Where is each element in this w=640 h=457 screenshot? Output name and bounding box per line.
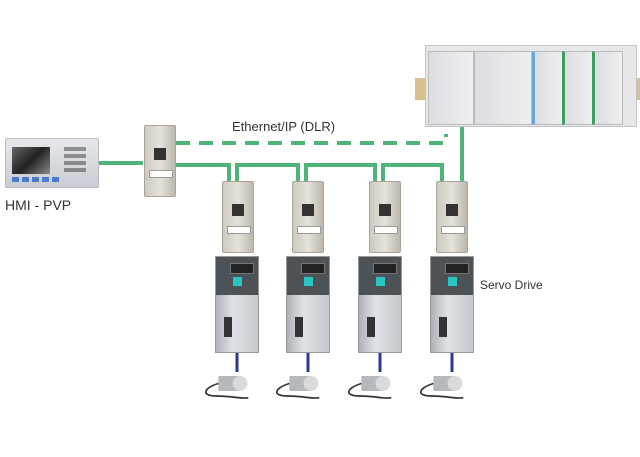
controller-module [428, 51, 474, 125]
servo-drive [358, 256, 402, 353]
servo-drive [215, 256, 259, 353]
network-label: Ethernet/IP (DLR) [232, 119, 336, 134]
hmi-panel [5, 138, 99, 188]
io-module [532, 51, 563, 125]
servo-motor [205, 376, 249, 399]
ethernet-tap [222, 181, 254, 253]
ethernet-tap [292, 181, 324, 253]
ethernet-tap [436, 181, 468, 253]
io-module [562, 51, 593, 125]
ethernet-switch [144, 125, 176, 197]
power-module [474, 51, 532, 125]
servo-drive [430, 256, 474, 353]
dlr-dashed-link [176, 134, 448, 145]
servo-motor [348, 376, 392, 399]
servo-motor [420, 376, 464, 399]
hmi-label: HMI - PVP [5, 197, 72, 213]
servo-drive [286, 256, 330, 353]
plc-controller [425, 45, 637, 127]
ring-link [175, 163, 231, 182]
ethernet-tap [369, 181, 401, 253]
io-module [592, 51, 623, 125]
servo-motor [276, 376, 320, 399]
servo-drive-label: Servo Drive [480, 278, 543, 292]
